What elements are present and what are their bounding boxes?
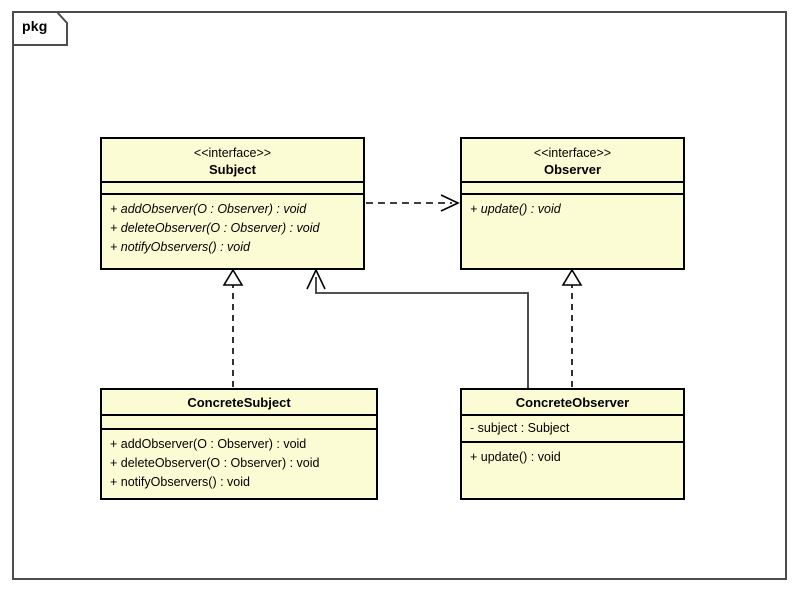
class-header-subject: <<interface>> Subject [102,139,363,183]
class-box-concrete-observer[interactable]: ConcreteObserver - subject : Subject + u… [460,388,685,500]
stereotype-label: <<interface>> [193,146,272,160]
class-box-observer[interactable]: <<interface>> Observer + update() : void [460,137,685,270]
operation-item: + update() : void [470,202,561,216]
operation-item: + notifyObservers() : void [110,475,250,489]
class-name-label: ConcreteObserver [515,395,630,410]
operation-item: + update() : void [470,450,561,464]
attributes-compartment-subject [102,183,363,195]
operations-compartment-observer: + update() : void [462,195,683,268]
operation-item: + addObserver(O : Observer) : void [110,437,307,451]
operations-compartment-concrete-observer: + update() : void [462,443,683,498]
class-name-label: Subject [209,162,256,177]
package-tab-shape [12,11,68,46]
class-header-observer: <<interface>> Observer [462,139,683,183]
operation-item: + notifyObservers() : void [110,240,250,254]
operations-compartment-concrete-subject: + addObserver(O : Observer) : void + del… [102,430,376,498]
package-tab-label: pkg [22,18,48,34]
operation-item: + deleteObserver(O : Observer) : void [110,221,320,235]
operation-item: + addObserver(O : Observer) : void [110,202,307,216]
operation-item: + deleteObserver(O : Observer) : void [110,456,320,470]
class-box-subject[interactable]: <<interface>> Subject + addObserver(O : … [100,137,365,270]
class-name-label: ConcreteSubject [187,395,291,410]
operations-compartment-subject: + addObserver(O : Observer) : void + del… [102,195,363,268]
package-tab [12,11,68,46]
class-box-concrete-subject[interactable]: ConcreteSubject + addObserver(O : Observ… [100,388,378,500]
attributes-compartment-observer [462,183,683,195]
attributes-compartment-concrete-observer: - subject : Subject [462,416,683,443]
package-frame [12,11,787,580]
attribute-item: - subject : Subject [470,421,570,435]
class-name-label: Observer [543,162,602,177]
stereotype-label: <<interface>> [533,146,612,160]
class-header-concrete-observer: ConcreteObserver [462,390,683,416]
attributes-compartment-concrete-subject [102,416,376,430]
class-header-concrete-subject: ConcreteSubject [102,390,376,416]
